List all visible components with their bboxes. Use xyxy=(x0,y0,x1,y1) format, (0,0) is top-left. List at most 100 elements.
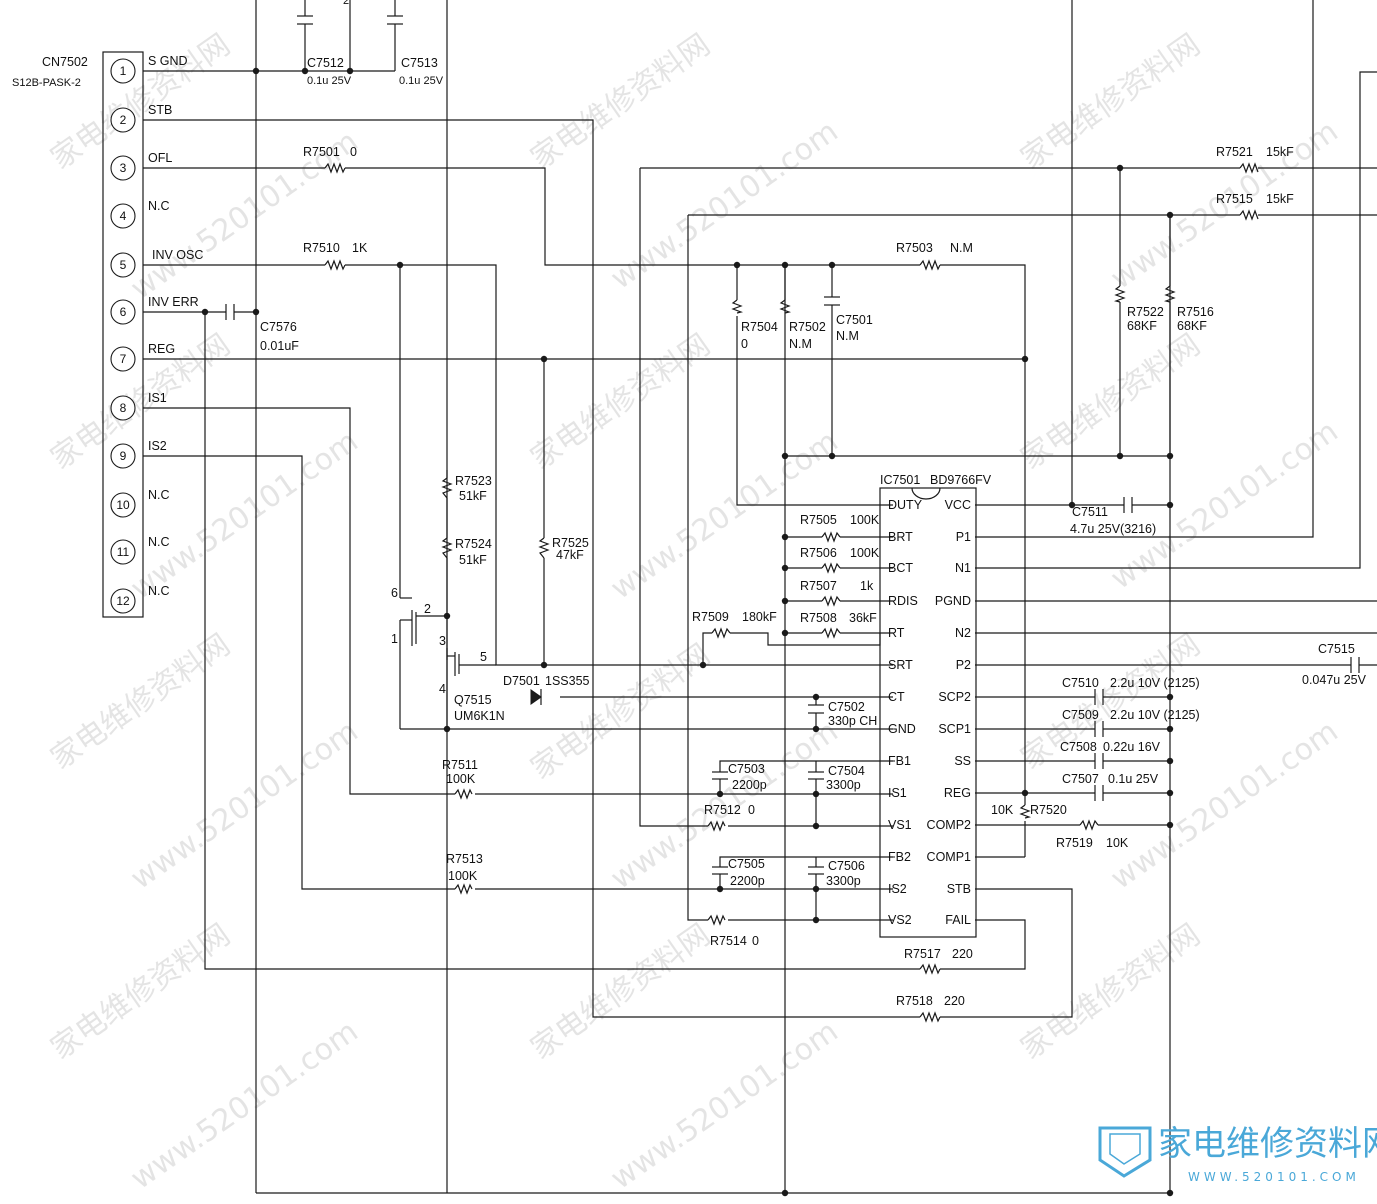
r7522-ref: R7522 xyxy=(1127,305,1164,319)
c7502-value: 330p CH xyxy=(828,714,877,728)
r7502-ref: R7502 xyxy=(789,320,826,334)
ic-left-pin: FB1 xyxy=(888,754,911,768)
junction-dot xyxy=(781,629,789,637)
r7506-value: 100K xyxy=(850,546,880,560)
pin-circle xyxy=(110,492,136,518)
watermark-cn: 家电维修资料网 xyxy=(1015,27,1207,176)
junction-dot xyxy=(812,725,820,733)
ic-right-pin: STB xyxy=(947,882,971,896)
junction-dot xyxy=(252,67,260,75)
r7508-value: 36kF xyxy=(849,611,877,625)
resistor-symbols xyxy=(324,162,1259,1023)
logo-icon xyxy=(1098,1126,1152,1178)
c7501-value: N.M xyxy=(836,329,859,343)
r7524-ref: R7524 xyxy=(455,537,492,551)
watermark-cn: 家电维修资料网 xyxy=(525,917,717,1066)
junction-dot xyxy=(812,885,820,893)
ic-body xyxy=(879,487,977,938)
ic-left-pin: VS1 xyxy=(888,818,912,832)
ic-left-pin: RDIS xyxy=(888,594,918,608)
connector-part: S12B-PASK-2 xyxy=(12,77,81,89)
r7504-ref: R7504 xyxy=(741,320,778,334)
wires xyxy=(143,0,1377,1194)
ic-left-pin: SRT xyxy=(888,658,913,672)
watermark-cn: 家电维修资料网 xyxy=(45,327,237,476)
watermark-url: www.520101.com xyxy=(125,1014,365,1197)
r7501-value: 0 xyxy=(350,145,357,159)
ic-left-pin: DUTY xyxy=(888,498,923,512)
ic-left-pin: VS2 xyxy=(888,913,912,927)
ic-right-pin: SCP1 xyxy=(938,722,971,736)
pin-number: 10 xyxy=(116,498,130,512)
pin-number: 9 xyxy=(120,449,127,463)
pin-number: 3 xyxy=(120,161,127,175)
c7512-ref: C7512 xyxy=(307,56,344,70)
r7515-ref: R7515 xyxy=(1216,192,1253,206)
pin-label: N.C xyxy=(148,584,170,598)
ic-right-pin: N2 xyxy=(955,626,971,640)
ic-right-pin: REG xyxy=(944,786,971,800)
junction-dot xyxy=(812,916,820,924)
c7502-ref: C7502 xyxy=(828,700,865,714)
ic-left-pin: IS1 xyxy=(888,786,907,800)
junction-dot xyxy=(1166,693,1174,701)
r7519-value: 10K xyxy=(1106,836,1129,850)
c7576-ref: C7576 xyxy=(260,320,297,334)
r7501-ref: R7501 xyxy=(303,145,340,159)
pin-number: 4 xyxy=(120,209,127,223)
junction-dot xyxy=(1166,211,1174,219)
r7508-ref: R7508 xyxy=(800,611,837,625)
ic-right-pin: N1 xyxy=(955,561,971,575)
pin-circle xyxy=(110,346,136,372)
pin-label: STB xyxy=(148,103,172,117)
site-logo: 家电维修资料网 WWW.520101.COM xyxy=(1098,1124,1377,1184)
c7503-ref: C7503 xyxy=(728,762,765,776)
connector-cn7502: CN7502 S12B-PASK-2 xyxy=(12,51,144,618)
junction-dot xyxy=(346,67,354,75)
r7517-ref: R7517 xyxy=(904,947,941,961)
c7508-ref: C7508 xyxy=(1060,740,1097,754)
connector-pin: 12N.C xyxy=(110,584,170,614)
watermark-url: www.520101.com xyxy=(605,1014,845,1197)
pin-label: N.C xyxy=(148,535,170,549)
transistor-pin: 3 xyxy=(439,634,446,648)
c7510-ref: C7510 xyxy=(1062,676,1099,690)
diode-d7501 xyxy=(530,689,542,705)
r7505-value: 100K xyxy=(850,513,880,527)
r7522-value: 68KF xyxy=(1127,319,1157,333)
pin-circle xyxy=(110,299,136,325)
ic-right-pin: SS xyxy=(954,754,971,768)
r7514-ref: R7514 xyxy=(710,934,747,948)
ic-right-pin: PGND xyxy=(935,594,971,608)
watermark-url: www.520101.com xyxy=(125,714,365,897)
ic-right-pin: COMP2 xyxy=(927,818,972,832)
r7503-ref: R7503 xyxy=(896,241,933,255)
r7525-value: 47kF xyxy=(556,548,584,562)
ic-left-pin: RT xyxy=(888,626,905,640)
ic-left-pin: BCT xyxy=(888,561,913,575)
r7504-value: 0 xyxy=(741,337,748,351)
r7518-value: 220 xyxy=(944,994,965,1008)
c7507-ref: C7507 xyxy=(1062,772,1099,786)
transistor-pin: 5 xyxy=(480,650,487,664)
pin-number: 11 xyxy=(117,545,130,559)
pin-number: 1 xyxy=(120,64,127,78)
c7505-ref: C7505 xyxy=(728,857,765,871)
c7509-value: 2.2u 10V (2125) xyxy=(1110,708,1200,722)
r7510-value: 1K xyxy=(352,241,368,255)
watermark-cn: 家电维修资料网 xyxy=(45,917,237,1066)
transistor-ref: Q7515 xyxy=(454,693,492,707)
r7510-ref: R7510 xyxy=(303,241,340,255)
connector-body xyxy=(102,51,144,618)
junction-dot xyxy=(828,452,836,460)
pin-label: INV OSC xyxy=(152,248,203,262)
c7501-ref: C7501 xyxy=(836,313,873,327)
r7523-ref: R7523 xyxy=(455,474,492,488)
r7516-ref: R7516 xyxy=(1177,305,1214,319)
junction-dot xyxy=(828,261,836,269)
junction-dot xyxy=(812,790,820,798)
r7507-value: 1k xyxy=(860,579,874,593)
